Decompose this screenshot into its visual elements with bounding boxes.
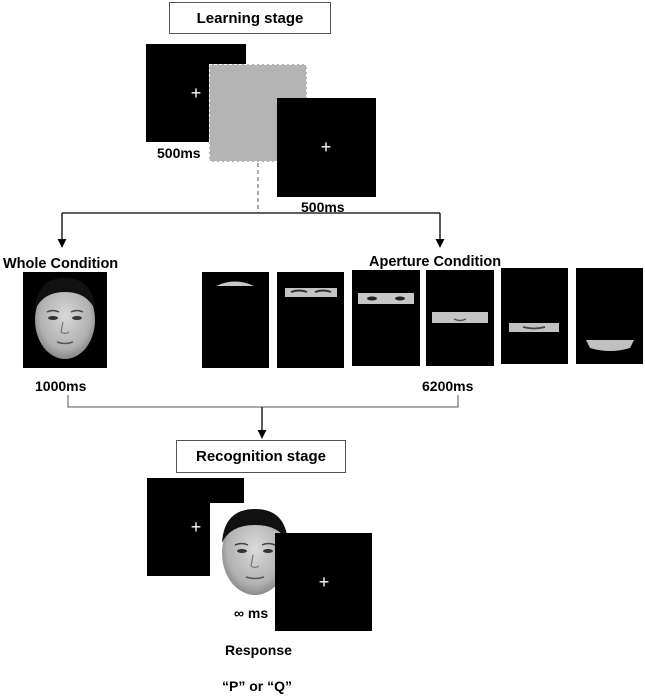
- learning-stage-title: Learning stage: [169, 2, 331, 34]
- aperture-eyes-strip: [358, 293, 414, 304]
- aperture-frame-forehead: [202, 272, 269, 368]
- aperture-frame-brows: [277, 272, 344, 368]
- fixation-cross: +: [318, 572, 330, 592]
- aperture-condition-duration: 6200ms: [422, 378, 474, 394]
- whole-face-screen: [23, 272, 107, 368]
- aperture-frame-eyes: [352, 270, 420, 366]
- recognition-stage-label: Recognition stage: [195, 448, 326, 465]
- aperture-chin-strip: [586, 340, 634, 351]
- face-image: [35, 278, 95, 359]
- fixation-cross: +: [190, 83, 202, 103]
- whole-condition-title: Whole Condition: [3, 256, 119, 272]
- post-fixation-duration: 500ms: [301, 199, 345, 215]
- recognition-fixation-screen-2: +: [275, 533, 372, 631]
- learning-stage-label: Learning stage: [196, 9, 304, 27]
- merge-connector: [67, 395, 459, 408]
- recognition-stage-title: Recognition stage: [176, 440, 346, 473]
- aperture-frame-nose: [426, 270, 494, 366]
- whole-condition-duration: 1000ms: [35, 378, 87, 394]
- test-duration: ∞ ms: [234, 605, 269, 621]
- response-label: Response: [225, 642, 292, 658]
- response-keys: “P” or “Q”: [222, 678, 293, 694]
- aperture-condition-title: Aperture Condition: [369, 254, 502, 270]
- aperture-frame-mouth: [501, 268, 568, 364]
- fixation-duration: 500ms: [157, 145, 201, 161]
- aperture-mouth-strip: [509, 323, 559, 332]
- fixation-cross: +: [320, 137, 332, 157]
- aperture-nose-strip: [432, 312, 488, 323]
- fixation-cross: +: [190, 517, 202, 537]
- aperture-brows-strip: [285, 288, 337, 297]
- aperture-forehead-strip: [216, 281, 254, 286]
- aperture-frame-chin: [576, 268, 643, 364]
- fixation-screen-2: +: [277, 98, 376, 197]
